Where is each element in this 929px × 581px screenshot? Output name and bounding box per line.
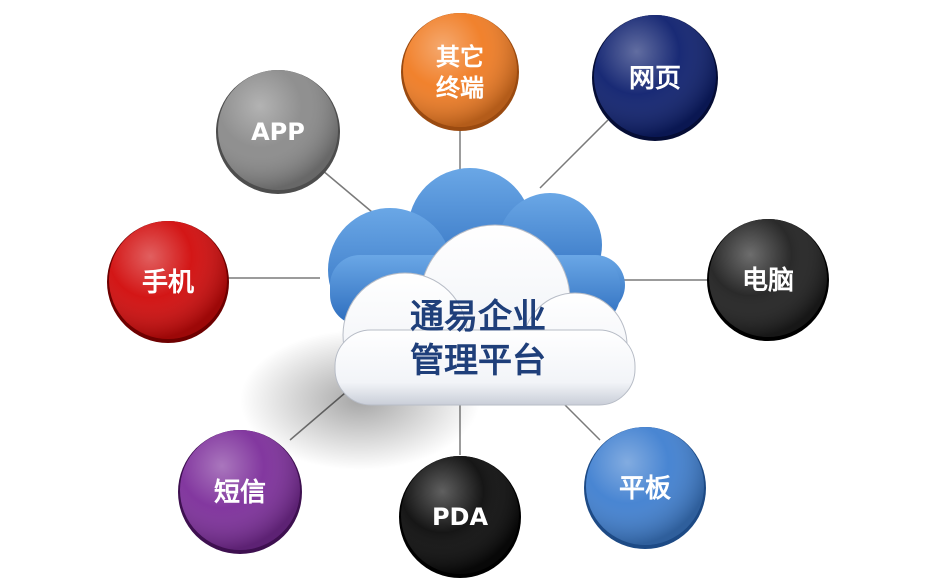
node-tablet-label: 平板 [619, 474, 671, 504]
node-web: 网页 [592, 15, 718, 141]
node-pda-label: PDA [432, 503, 489, 531]
node-web-label: 网页 [629, 64, 681, 94]
node-other-label-line2: 终端 [436, 74, 484, 102]
node-sms: 短信 [178, 430, 302, 554]
cloud: 通易企业 管理平台 [240, 168, 636, 470]
cloud-front [334, 224, 636, 406]
node-tablet: 平板 [584, 427, 706, 549]
center-label-line1: 通易企业 [410, 297, 546, 337]
node-mobile: 手机 [107, 221, 229, 343]
node-computer: 电脑 [707, 219, 829, 341]
node-mobile-label: 手机 [142, 268, 194, 298]
node-pda: PDA [399, 456, 521, 578]
node-app-label: APP [251, 118, 305, 146]
node-other-label-line1: 其它 [436, 43, 484, 71]
node-other: 其它 终端 [401, 13, 519, 131]
center-label-line2: 管理平台 [410, 341, 546, 381]
node-app: APP [216, 70, 340, 194]
connector-app [321, 169, 373, 213]
node-sms-label: 短信 [214, 478, 266, 508]
connector-web [539, 119, 609, 189]
node-computer-label: 电脑 [742, 266, 794, 296]
